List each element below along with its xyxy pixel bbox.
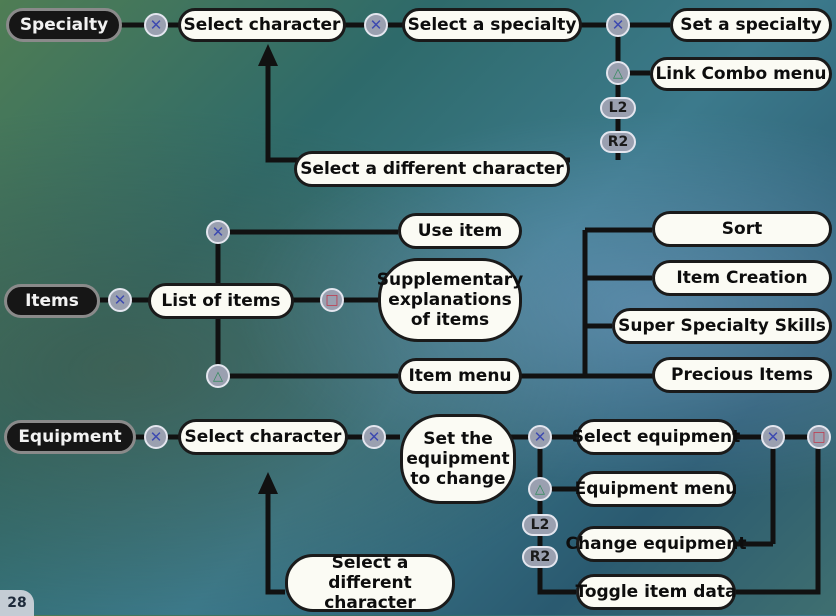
select-different-character-box: Select a different character: [285, 553, 455, 613]
cross-button-icon: ✕: [108, 288, 132, 312]
square-button-icon: □: [320, 288, 344, 312]
super-specialty-skills-box: Super Specialty Skills: [612, 308, 832, 344]
cross-button-icon: ✕: [144, 13, 168, 37]
supplementary-explanations-box: Supplementary explanations of items: [377, 258, 523, 342]
cross-button-icon: ✕: [362, 425, 386, 449]
page-number: 28: [0, 590, 34, 616]
item-creation-box: Item Creation: [652, 260, 832, 296]
select-different-character-box: Select a different character: [294, 151, 570, 187]
toggle-item-data-box: Toggle item data: [576, 574, 737, 610]
items-heading: Items: [4, 284, 100, 318]
r2-button-icon: R2: [600, 131, 636, 153]
cross-button-icon: ✕: [364, 13, 388, 37]
cross-button-icon: ✕: [761, 425, 785, 449]
set-equipment-box: Set the equipment to change: [400, 414, 516, 504]
precious-items-box: Precious Items: [652, 357, 832, 393]
set-specialty-box: Set a specialty: [670, 8, 832, 42]
triangle-button-icon: △: [528, 477, 552, 501]
select-specialty-box: Select a specialty: [402, 8, 582, 42]
use-item-box: Use item: [398, 213, 522, 249]
cross-button-icon: ✕: [206, 220, 230, 244]
sort-box: Sort: [652, 211, 832, 247]
triangle-button-icon: △: [206, 364, 230, 388]
l2-button-icon: L2: [522, 514, 558, 536]
select-equipment-box: Select equipment: [572, 419, 740, 455]
equipment-heading: Equipment: [4, 420, 136, 454]
select-character-box: Select character: [178, 8, 346, 42]
l2-button-icon: L2: [600, 97, 636, 119]
select-character-box: Select character: [178, 419, 348, 455]
list-of-items-box: List of items: [148, 283, 294, 319]
specialty-heading: Specialty: [6, 8, 122, 42]
cross-button-icon: ✕: [606, 13, 630, 37]
cross-button-icon: ✕: [144, 425, 168, 449]
square-button-icon: □: [807, 425, 831, 449]
triangle-button-icon: △: [606, 61, 630, 85]
change-equipment-box: Change equipment: [565, 526, 747, 562]
link-combo-menu-box: Link Combo menu: [650, 57, 832, 91]
item-menu-box: Item menu: [398, 358, 522, 394]
equipment-menu-box: Equipment menu: [575, 471, 737, 507]
cross-button-icon: ✕: [528, 425, 552, 449]
r2-button-icon: R2: [522, 546, 558, 568]
